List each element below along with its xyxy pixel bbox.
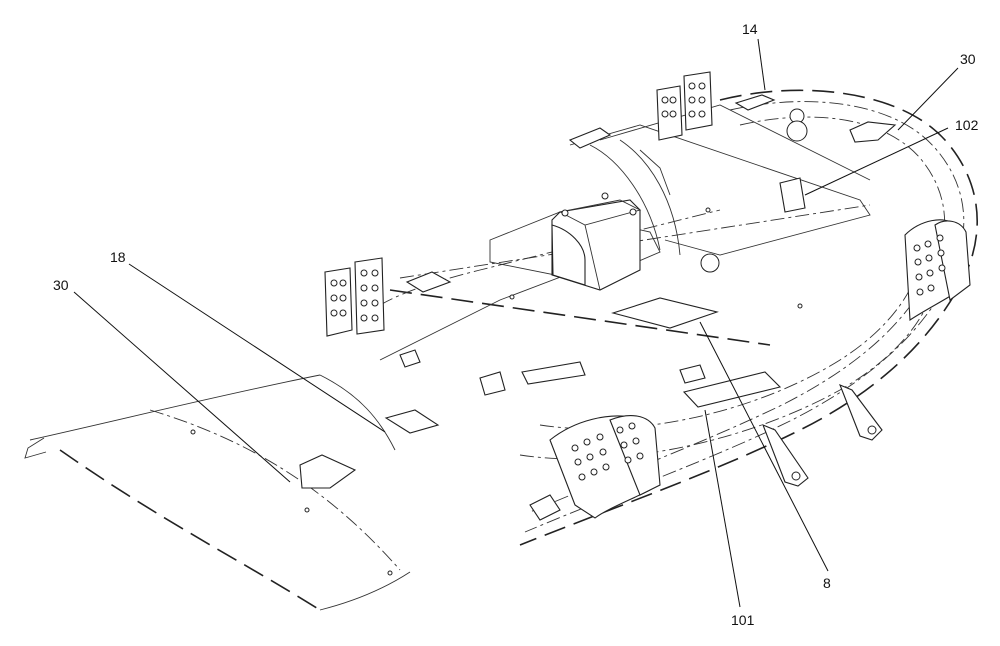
gearbox xyxy=(489,139,681,291)
decal-30-top xyxy=(849,121,897,143)
callout-14: 14 xyxy=(742,21,758,37)
front-mount-bracket xyxy=(549,415,661,519)
callout-102: 102 xyxy=(955,117,979,133)
callout-30-top: 30 xyxy=(960,51,976,67)
decal-101 xyxy=(682,371,782,408)
decal-14 xyxy=(734,94,776,111)
rear-mount-bracket xyxy=(656,71,713,141)
callout-labels: 14 30 102 18 30 8 101 xyxy=(53,21,979,628)
decal-30-left xyxy=(299,454,357,489)
rear-top-plate xyxy=(509,104,871,309)
leader-lines xyxy=(73,38,959,608)
height-adjust-tabs xyxy=(399,349,883,521)
left-mount-bracket xyxy=(324,257,385,337)
callout-8: 8 xyxy=(823,575,831,591)
discharge-shield xyxy=(24,374,411,611)
callout-101: 101 xyxy=(731,612,755,628)
decal-102 xyxy=(779,177,806,213)
decals xyxy=(384,94,897,434)
callout-18: 18 xyxy=(110,249,126,265)
callout-30-left: 30 xyxy=(53,277,69,293)
right-mount-bracket xyxy=(904,219,971,321)
decal-8 xyxy=(611,297,719,329)
